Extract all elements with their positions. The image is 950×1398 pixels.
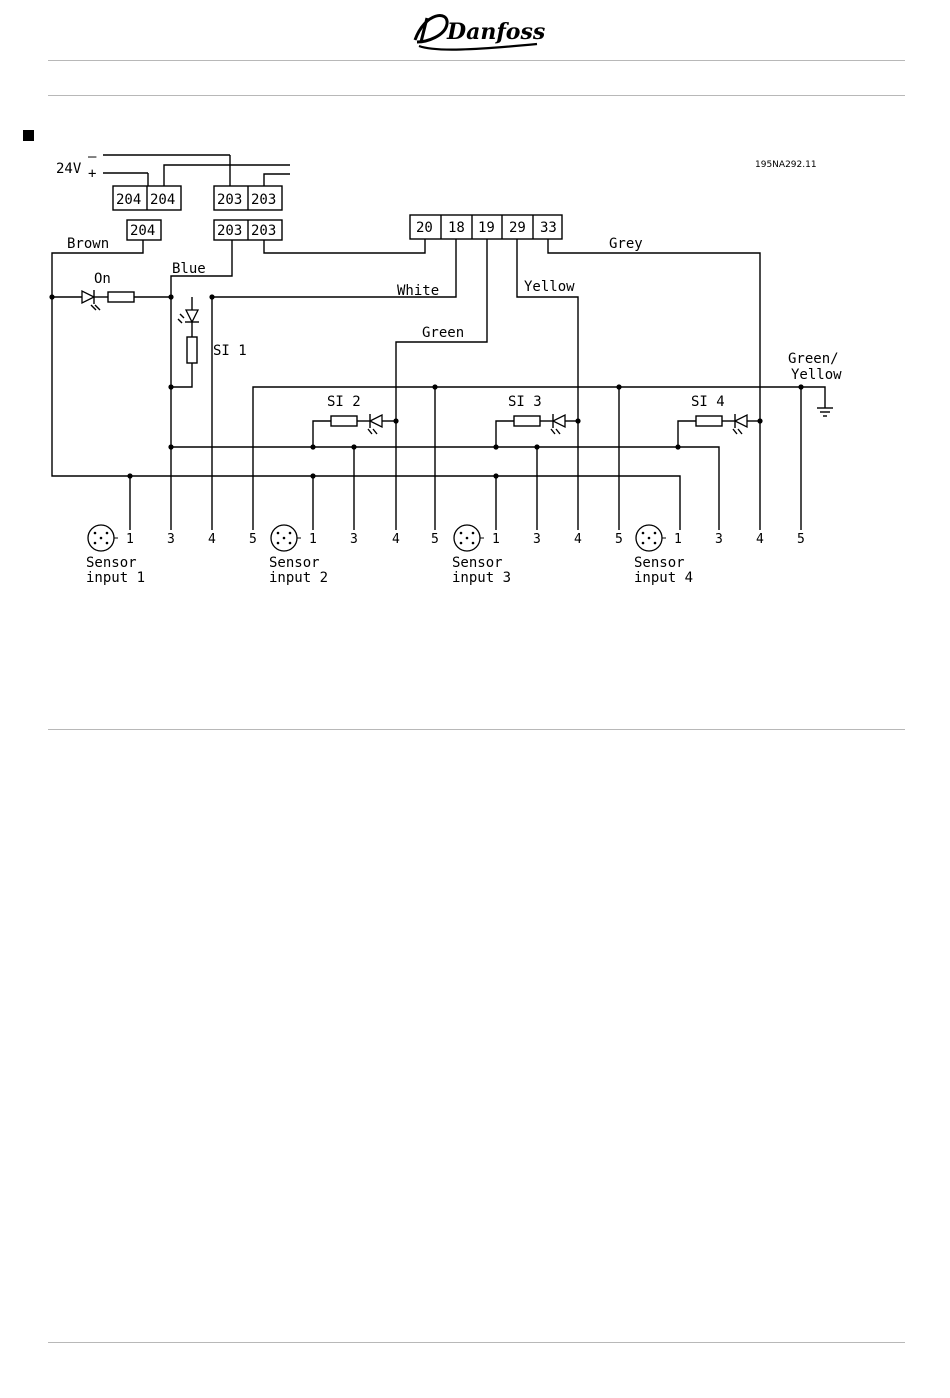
sensor-1-label-line1: Sensor [86,555,137,571]
si2-resistor-icon [331,416,357,426]
sensor-connector-3-icon [454,525,484,551]
sensor-2-label-line2: input 2 [269,570,328,586]
pin-s1-5: 5 [249,532,257,547]
terminal-204-lower: 204 [130,223,155,239]
pin-s3-4: 4 [574,532,582,547]
brown-label: Brown [67,236,109,252]
sensor-connector-1-icon [88,525,118,551]
si2-label: SI 2 [327,394,361,410]
figure-reference: 195NA292.11 [755,160,817,170]
footer-rule [48,1342,905,1343]
on-resistor-icon [108,292,134,302]
white-label: White [397,283,439,299]
si1-led-icon [186,310,198,322]
pin-s3-1: 1 [492,532,500,547]
terminal-203-a: 203 [217,192,242,208]
supply-voltage-label: 24V [56,161,82,177]
pin-s2-5: 5 [431,532,439,547]
pin-s3-5: 5 [615,532,623,547]
si3-resistor-icon [514,416,540,426]
sensor-connector-4-icon [636,525,666,551]
pin-s4-1: 1 [674,532,682,547]
bus-wire-203-out [264,174,290,186]
wiring-schematic: 24V – + 204 204 203 203 204 203 203 20 1… [0,0,950,720]
terminal-20: 20 [416,220,433,236]
sensor-connector-2-icon [271,525,301,551]
terminal-29: 29 [509,220,526,236]
sensor-4-label-line1: Sensor [634,555,685,571]
si4-resistor-icon [696,416,722,426]
pin-s2-1: 1 [309,532,317,547]
brown-wire [52,240,680,530]
bus-wire-204-out [164,165,290,186]
terminal-18: 18 [448,220,465,236]
pin-s1-3: 3 [167,532,175,547]
si3-led-icon [553,415,565,427]
sensor-2-label-line1: Sensor [269,555,320,571]
sensor-1-label-line2: input 1 [86,570,145,586]
terminal-203-b: 203 [251,192,276,208]
pin-s4-5: 5 [797,532,805,547]
yellow-label: Yellow [524,279,575,295]
green-label: Green [422,325,464,341]
supply-plus-label: + [88,166,96,182]
pin-s1-1: 1 [126,532,134,547]
terminal-204-a: 204 [116,192,141,208]
pin-s3-3: 3 [533,532,541,547]
grey-wire [548,239,760,530]
terminal-33: 33 [540,220,557,236]
pin-s4-4: 4 [756,532,764,547]
si4-label: SI 4 [691,394,725,410]
blue-label: Blue [172,261,206,277]
supply-minus-label: – [88,149,97,165]
pin-s2-3: 3 [350,532,358,547]
blue-wire [171,240,232,530]
section-rule [48,729,905,730]
si1-resistor-icon [187,337,197,363]
si2-led-icon [370,415,382,427]
pin-s4-3: 3 [715,532,723,547]
sensor-3-label-line2: input 3 [452,570,511,586]
on-led-icon [82,291,94,303]
terminal-19: 19 [478,220,495,236]
terminal-203-lower-a: 203 [217,223,242,239]
on-indicator-label: On [94,271,111,287]
si3-label: SI 3 [508,394,542,410]
si4-led-icon [735,415,747,427]
sensor-4-label-line2: input 4 [634,570,693,586]
green-yellow-label-2: Yellow [791,367,842,383]
pin-s2-4: 4 [392,532,400,547]
si1-label: SI 1 [213,343,247,359]
terminal-204-b: 204 [150,192,175,208]
terminal-203-lower-b: 203 [251,223,276,239]
green-yellow-label-1: Green/ [788,351,839,367]
wire-203-to-20 [264,239,425,253]
pin-s1-4: 4 [208,532,216,547]
grey-label: Grey [609,236,643,252]
sensor-3-label-line1: Sensor [452,555,503,571]
